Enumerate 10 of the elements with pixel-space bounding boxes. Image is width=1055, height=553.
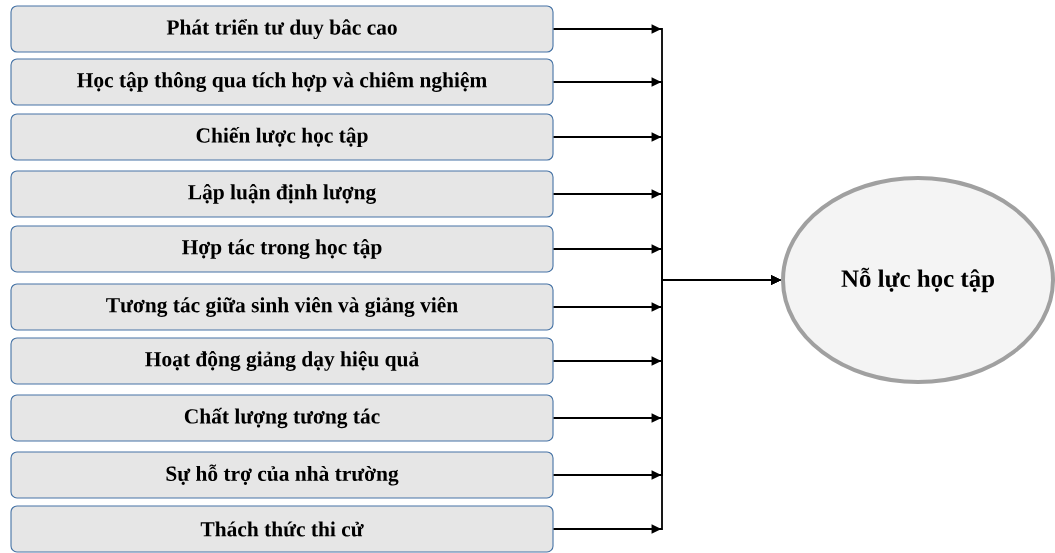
factor-box: Chất lượng tương tác [10,394,554,442]
factor-box: Phát triển tư duy bâc cao [10,5,554,53]
factor-box: Hoạt động giảng dạy hiệu quả [10,337,554,385]
factor-box: Thách thức thi cử [10,505,554,553]
factor-box: Hợp tác trong học tập [10,225,554,273]
factor-box: Lập luận định lượng [10,170,554,218]
factor-box: Tương tác giữa sinh viên và giảng viên [10,283,554,331]
factor-box: Chiến lược học tập [10,113,554,161]
factor-box: Học tập thông qua tích hợp và chiêm nghiệm [10,58,554,106]
factor-box: Sự hỗ trợ của nhà trường [10,451,554,499]
